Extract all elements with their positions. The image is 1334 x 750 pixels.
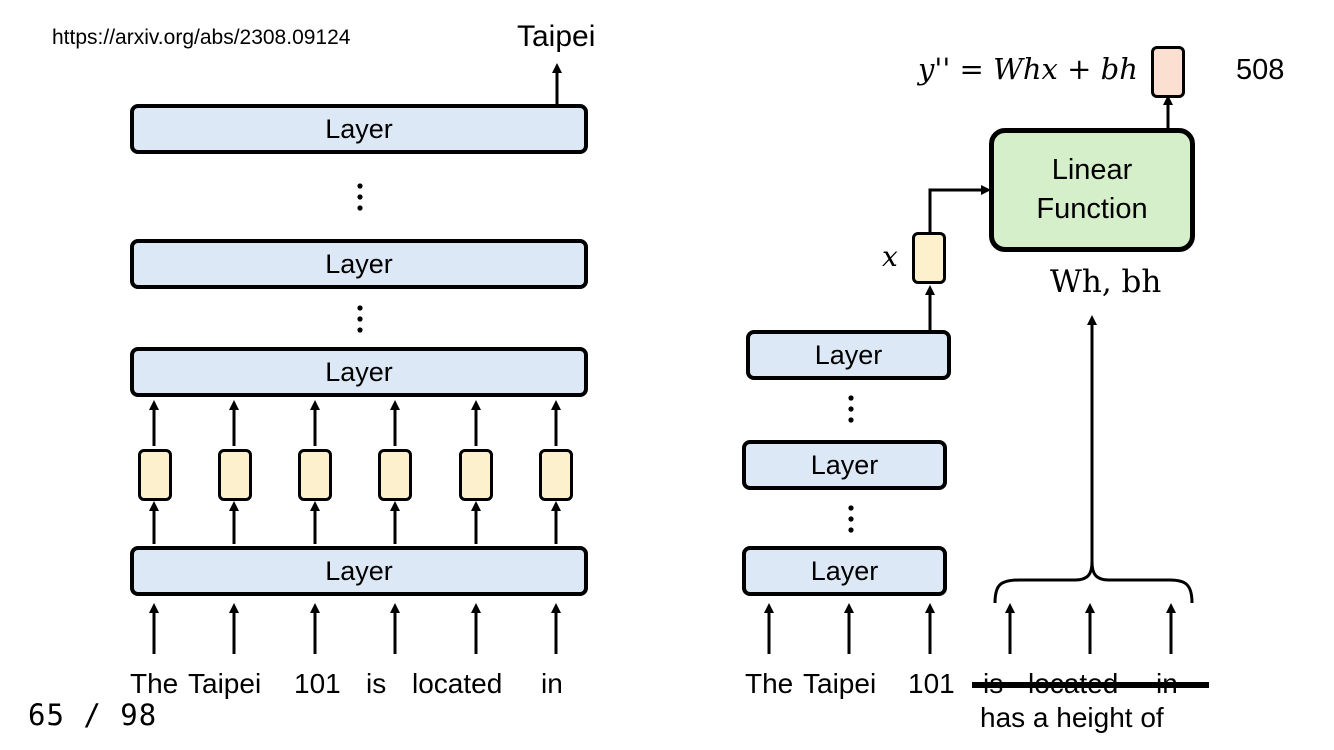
- struck-token: located: [1028, 668, 1119, 699]
- layer-label: Layer: [325, 555, 393, 586]
- output-vector: [1151, 46, 1185, 98]
- layer-label: Layer: [325, 248, 393, 279]
- x-label: x: [882, 240, 898, 273]
- page-number: 65 / 98: [28, 698, 158, 732]
- input-token: 101: [294, 668, 341, 699]
- input-token: The: [130, 668, 179, 699]
- layer-box: Layer: [130, 239, 588, 289]
- struck-token: in: [1156, 668, 1178, 699]
- hidden-vector: [378, 449, 412, 501]
- slide-number: 508: [1236, 54, 1285, 86]
- layer-label: Layer: [325, 356, 393, 387]
- hidden-vector: [218, 449, 252, 501]
- linear-function-line2: Function: [1036, 193, 1148, 225]
- input-token: in: [541, 668, 563, 699]
- hidden-vector: [539, 449, 573, 501]
- hidden-vector: [298, 449, 332, 501]
- linear-function-box: Linear Function: [989, 128, 1195, 252]
- hidden-vector: [138, 449, 172, 501]
- input-token: The: [745, 668, 794, 699]
- input-token: Taipei: [188, 668, 262, 699]
- relation-text: has a height of: [980, 702, 1164, 733]
- input-token: Taipei: [803, 668, 877, 699]
- layer-label: Layer: [325, 113, 393, 144]
- source-url: https://arxiv.org/abs/2308.09124: [52, 26, 351, 49]
- hidden-vector: [459, 449, 493, 501]
- input-token: is: [366, 668, 387, 699]
- layer-label: Layer: [810, 555, 879, 586]
- layer-label: Layer: [810, 449, 879, 480]
- output-token: Taipei: [517, 20, 596, 53]
- layer-box: Layer: [742, 440, 947, 490]
- layer-box-top: Layer: [130, 104, 588, 154]
- linear-function-line1: Linear: [1051, 154, 1133, 187]
- layer-box-bottom: Layer: [742, 546, 947, 596]
- struck-token: is: [983, 668, 1004, 699]
- equation: y'' = Whx + bh: [918, 52, 1138, 86]
- layer-label: Layer: [814, 339, 883, 370]
- input-token: located: [412, 668, 503, 699]
- layer-box: Layer: [130, 347, 588, 397]
- x-vector: [912, 232, 946, 284]
- layer-box-bottom: Layer: [130, 546, 588, 596]
- layer-box: Layer: [746, 330, 951, 380]
- params-label: Wh, bh: [1050, 264, 1162, 300]
- input-token: 101: [908, 668, 955, 699]
